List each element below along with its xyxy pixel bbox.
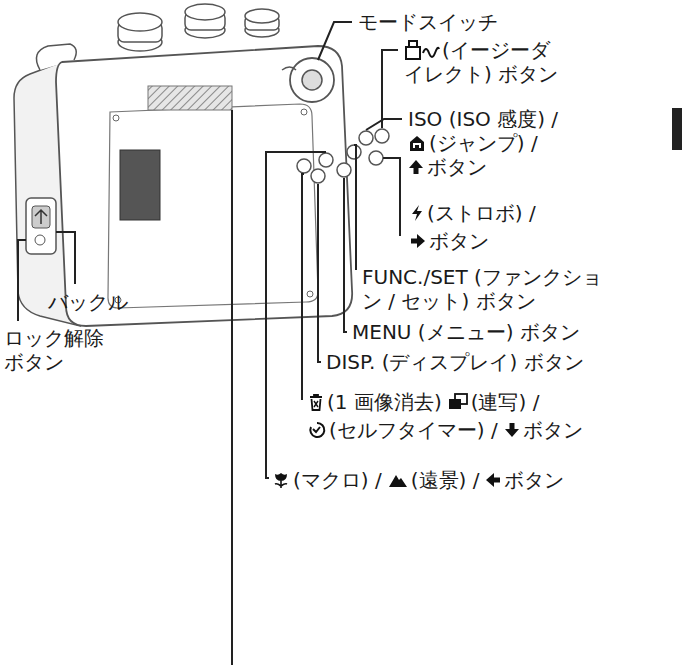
callout-label: (1 画像消去) [327, 390, 442, 414]
callout-label: (イージーダイレクト) ボタン [404, 38, 564, 86]
callout-label: ボタン [523, 418, 583, 442]
callout-label: (遠景) / [411, 468, 480, 492]
callout-label: (連写) / [471, 390, 540, 414]
erase-icon [308, 393, 324, 411]
callout-label: ボタン [504, 468, 564, 492]
callout-label: DISP. (ディスプレイ) ボタン [326, 350, 584, 374]
callout-label: FUNC./SET (ファンクション / セット) ボタン [362, 265, 602, 313]
jump-icon [408, 134, 426, 152]
callout-label: モードスイッチ [358, 10, 498, 34]
infinity-icon [388, 472, 408, 488]
callout-label: (セルフタイマー) / [329, 418, 498, 442]
callout-label: ISO (ISO 感度) / [408, 107, 558, 131]
right-arrow-icon [410, 233, 426, 249]
up-arrow-icon [408, 159, 424, 175]
callout-label: MENU (メニュー) ボタン [352, 320, 580, 344]
self-timer-icon [308, 421, 326, 439]
down-arrow-icon [504, 422, 520, 438]
flash-icon [410, 204, 424, 222]
left-arrow-icon [485, 472, 501, 488]
callout-label: ボタン [429, 229, 489, 253]
easy-direct-icon [404, 39, 440, 61]
callout-label: バックル [48, 290, 128, 314]
callout-label: ロック解除ボタン [4, 326, 108, 374]
callout-label: (マクロ) / [293, 468, 382, 492]
continuous-icon [448, 393, 468, 411]
macro-icon [272, 471, 290, 489]
callout-label: (ジャンプ) / [429, 131, 538, 155]
callout-label: (ストロボ) / [427, 201, 536, 225]
callout-label: ボタン [427, 155, 487, 179]
